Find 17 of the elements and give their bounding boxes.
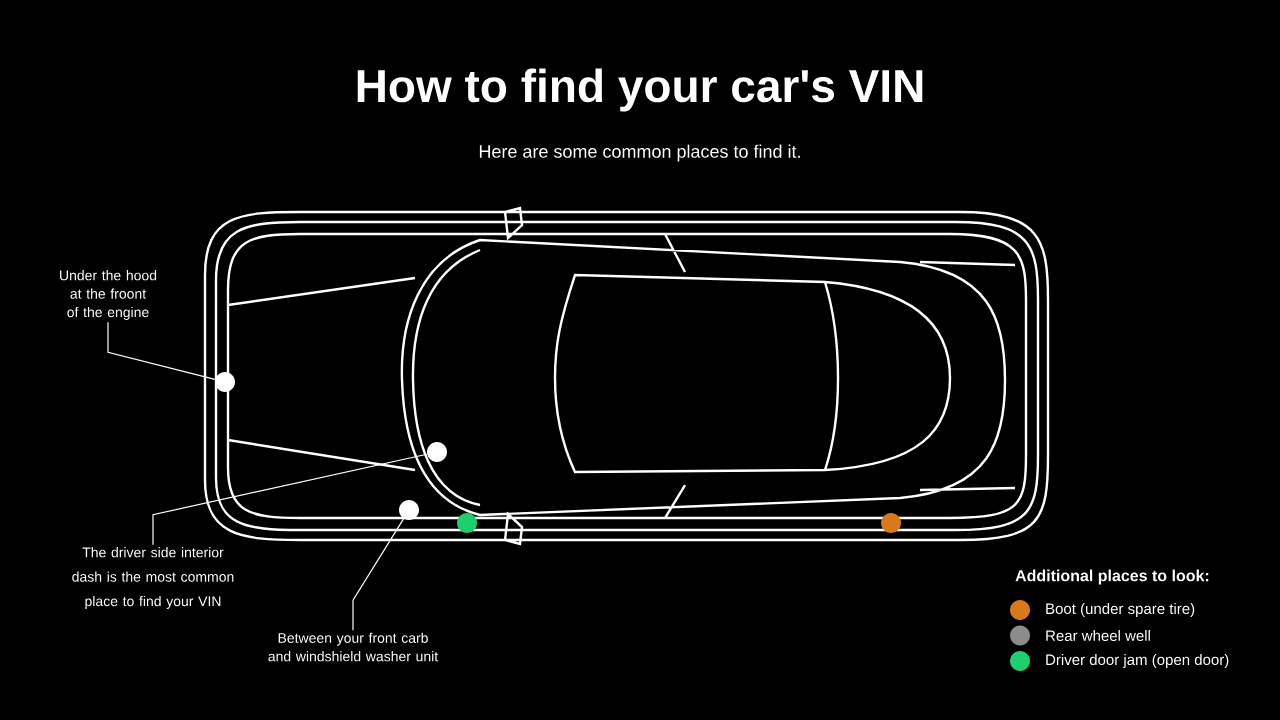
location-dot — [427, 442, 447, 462]
leader-line — [152, 453, 428, 546]
location-dot — [881, 513, 901, 533]
callout-text: Between your front carb and windshield washer unit — [268, 632, 439, 662]
location-dot — [215, 372, 235, 392]
diagram-title: How to find your car's VIN — [357, 68, 923, 112]
location-dot — [457, 513, 477, 533]
leader-line — [107, 321, 216, 381]
location-dot — [399, 500, 419, 520]
callout-text: The driver side interior dash is the most common place to find your VIN — [72, 547, 234, 609]
callout-text: Under the hood at the froont of the engine — [60, 270, 157, 320]
subtitle: Here are some common places to find it. — [479, 144, 800, 162]
legend-title: Additional places to look: — [1015, 569, 1209, 585]
legend-label: Boot (under spare tire) — [1046, 603, 1195, 617]
legend-label: Driver door jam (open door) — [1046, 654, 1229, 668]
leader-line — [352, 518, 405, 631]
legend-label: Rear wheel well — [1046, 630, 1150, 642]
